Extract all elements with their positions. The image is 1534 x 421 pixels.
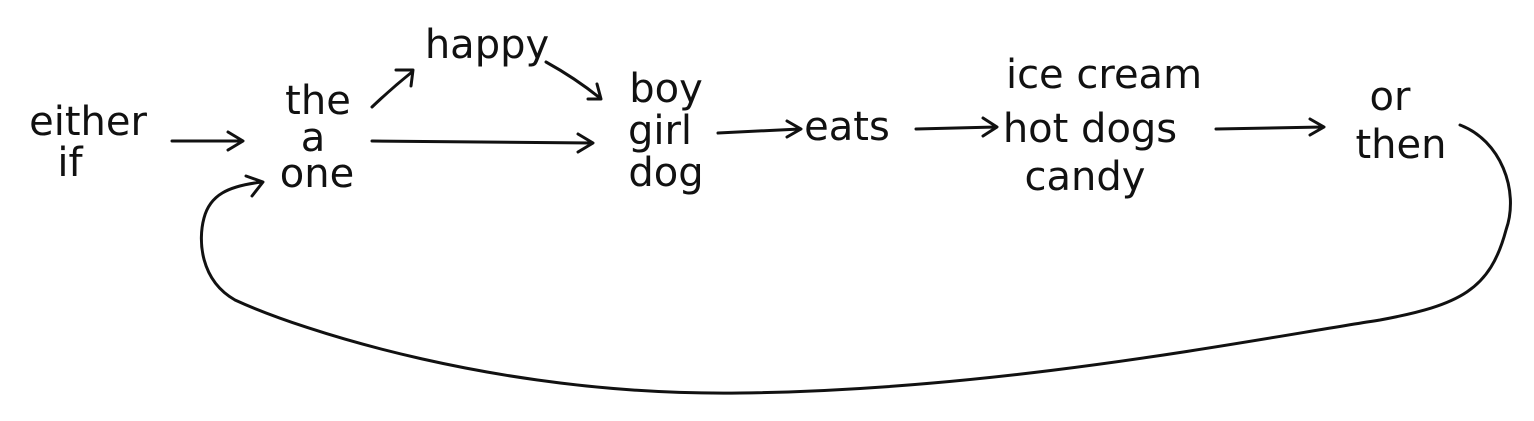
word-dog: dog: [628, 150, 703, 196]
word-one: one: [280, 151, 354, 197]
word-then: then: [1356, 122, 1447, 168]
arrow-verb-to-object: [914, 116, 999, 138]
node-adjective: happy: [425, 22, 549, 68]
word-either: either: [29, 99, 147, 145]
word-eats: eats: [804, 104, 890, 150]
word-happy: happy: [425, 22, 549, 68]
arrow-determiner-to-noun: [370, 132, 595, 154]
edges: [170, 60, 1512, 395]
node-determiner: the a one: [280, 78, 354, 197]
node-noun: boy girl dog: [628, 66, 704, 196]
arrow-object-to-conjunction: [1214, 117, 1326, 137]
node-verb: eats: [804, 104, 890, 150]
word-boy: boy: [629, 66, 703, 112]
word-a: a: [301, 115, 326, 161]
arrow-determiner-to-adjective: [370, 68, 415, 109]
arrow-loop-conjunction-to-determiner: [199, 123, 1512, 395]
word-ice-cream: ice cream: [1006, 52, 1202, 98]
node-start: either if: [29, 99, 147, 186]
node-object: ice cream hot dogs candy: [1003, 52, 1202, 200]
word-hot-dogs: hot dogs: [1003, 106, 1177, 152]
word-or: or: [1370, 74, 1411, 120]
arrow-start-to-determiner: [170, 130, 245, 152]
word-if: if: [57, 140, 83, 186]
arrow-adjective-to-noun: [544, 60, 603, 101]
word-candy: candy: [1025, 154, 1146, 200]
word-girl: girl: [628, 108, 692, 154]
word-the: the: [285, 78, 351, 124]
node-conjunction: or then: [1356, 74, 1447, 168]
arrow-noun-to-verb: [716, 119, 803, 139]
